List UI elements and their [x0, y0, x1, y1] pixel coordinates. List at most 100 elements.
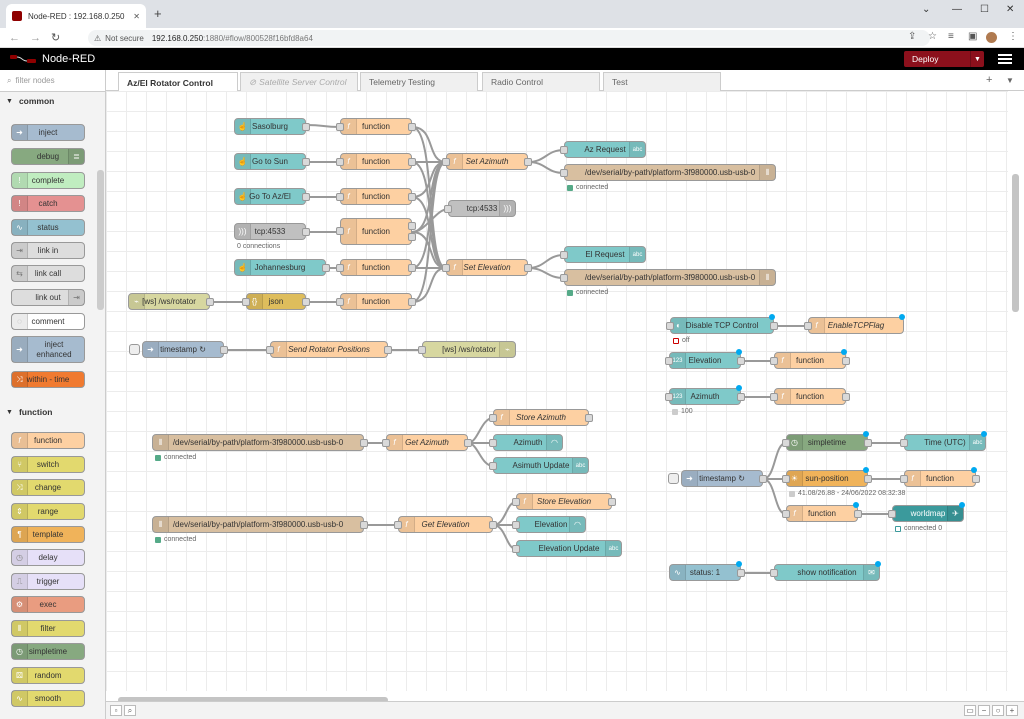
back-icon[interactable]: ← — [9, 31, 20, 44]
serial-in-node-2[interactable]: ⫴/dev/serial/by-path/platform-3f980000.u… — [152, 516, 368, 543]
deploy-button[interactable]: Deploy ▼ — [904, 51, 984, 67]
azimuth-gauge-node[interactable]: Azimuth◠ — [489, 434, 563, 451]
ui-button-sasolburg[interactable]: ☝Sasolburg — [234, 118, 310, 135]
inject-button[interactable] — [668, 473, 679, 484]
worldmap-node[interactable]: worldmap✈ connected 0 — [888, 502, 965, 532]
canvas-horizontal-scrollbar[interactable] — [118, 697, 388, 703]
tab-test[interactable]: Test — [603, 72, 721, 91]
new-tab-button[interactable]: + — [154, 6, 162, 21]
simpletime-node[interactable]: ◷simpletime — [782, 431, 872, 451]
flow-canvas[interactable]: ☝Sasolburg ☝Go to Sun ☝Go To Az/El )))tc… — [106, 91, 1008, 691]
forward-icon[interactable]: → — [30, 31, 41, 44]
reload-icon[interactable]: ↻ — [51, 32, 61, 44]
close-tab-icon[interactable]: ✕ — [133, 11, 140, 21]
palette-filter-input[interactable]: ⌕ filter nodes — [0, 70, 105, 92]
status-node[interactable]: ∿status: 1 — [669, 561, 745, 581]
palette-node-simpletime[interactable]: ◷simpletime — [11, 643, 85, 660]
palette-node-debug[interactable]: debug≣ — [11, 148, 85, 165]
side-panel-icon[interactable]: ▣ — [968, 31, 978, 42]
palette-node-within-time[interactable]: ⤨within - time — [11, 371, 85, 388]
websocket-out-node[interactable]: [ws] /ws/rotator⌁ — [418, 341, 516, 358]
palette-node-status[interactable]: ∿status — [11, 219, 85, 236]
main-menu-icon[interactable] — [998, 52, 1012, 64]
tcp-out-node[interactable]: tcp:4533))) — [444, 200, 516, 217]
palette-node-complete[interactable]: !complete — [11, 172, 85, 189]
inject-timestamp-2[interactable]: ➜timestamp ↻ — [668, 470, 767, 487]
serial-out-node-1[interactable]: /dev/serial/by-path/platform-3f980000.us… — [560, 164, 776, 191]
tab-telemetry-testing[interactable]: Telemetry Testing — [360, 72, 478, 91]
inject-timestamp-1[interactable]: ➜timestamp ↻ — [129, 341, 228, 358]
zoom-reset-icon[interactable]: ○ — [992, 705, 1004, 716]
deploy-dropdown-caret-icon[interactable]: ▼ — [970, 51, 984, 67]
palette-scrollbar[interactable] — [97, 170, 104, 310]
palette-node-inject[interactable]: ➜inject — [11, 124, 85, 141]
palette-node-template[interactable]: ¶template — [11, 526, 85, 543]
browser-menu-icon[interactable]: ⋮ — [1008, 31, 1018, 42]
navigator-icon[interactable]: ▭ — [964, 705, 976, 716]
serial-in-node-1[interactable]: ⫴/dev/serial/by-path/platform-3f980000.u… — [152, 434, 368, 461]
ui-button-go-to-sun[interactable]: ☝Go to Sun — [234, 153, 310, 170]
elevation-gauge-node[interactable]: Elevation◠ — [512, 516, 586, 533]
palette-category-function[interactable]: ▼function — [0, 403, 52, 421]
palette-node-filter[interactable]: ⫴filter — [11, 620, 85, 637]
palette-node-exec[interactable]: ⚙exec — [11, 596, 85, 613]
palette-node-link-call[interactable]: ⇆link call — [11, 265, 85, 282]
flow-list-caret-icon[interactable]: ▼ — [1006, 76, 1014, 85]
bookmark-star-icon[interactable]: ☆ — [928, 31, 937, 42]
tab-radio-control[interactable]: Radio Control — [482, 72, 600, 91]
palette-node-delay[interactable]: ◷delay — [11, 549, 85, 566]
browser-tab[interactable]: Node-RED : 192.168.0.250 ✕ — [6, 4, 146, 28]
palette-category-common[interactable]: ▼common — [0, 92, 105, 110]
tcp-in-node[interactable]: )))tcp:4533 0 connections — [234, 223, 310, 250]
palette-node-random[interactable]: ⚄random — [11, 667, 85, 684]
minimize-icon[interactable]: — — [952, 4, 962, 15]
tab-satellite-server-control[interactable]: ⊘Satellite Server Control — [240, 72, 358, 91]
url-field[interactable]: ⚠ Not secure 192.168.0.250:1880/#flow/80… — [88, 30, 930, 46]
palette-node-inject-enhanced[interactable]: ➜inject enhanced — [11, 336, 85, 363]
share-icon[interactable]: ⇪ — [908, 31, 917, 42]
time-utc-node[interactable]: Time (UTC)abc — [900, 431, 987, 451]
palette-node-smooth[interactable]: ∿smooth — [11, 690, 85, 707]
palette-node-switch[interactable]: ⑂switch — [11, 456, 85, 473]
websocket-in-node[interactable]: ⌁[ws] /ws/rotator — [128, 293, 214, 310]
tab-az-el-rotator-control[interactable]: Az/El Rotator Control — [118, 72, 238, 92]
toggle-panel-icon[interactable]: ▫ — [110, 705, 122, 716]
palette-node-comment[interactable]: ◌comment — [11, 313, 85, 330]
ui-button-go-to-azel[interactable]: ☝Go To Az/El — [234, 188, 310, 205]
palette-node-change[interactable]: ⤨change — [11, 479, 85, 496]
avatar[interactable] — [986, 32, 997, 43]
zoom-in-icon[interactable]: + — [1006, 705, 1018, 716]
add-flow-icon[interactable]: + — [986, 74, 993, 86]
zoom-out-icon[interactable]: − — [978, 705, 990, 716]
canvas-vertical-scrollbar[interactable] — [1012, 174, 1019, 312]
palette-node-range[interactable]: ⇕range — [11, 503, 85, 520]
search-flows-icon[interactable]: ⌕ — [124, 705, 136, 716]
disable-tcp-control-switch[interactable]: ◐Disable TCP Control off — [666, 314, 778, 344]
palette-node-link-out[interactable]: link out⇥ — [11, 289, 85, 306]
serial-out-node-2[interactable]: /dev/serial/by-path/platform-3f980000.us… — [560, 269, 776, 296]
show-notification-node[interactable]: show notification✉ — [770, 561, 881, 581]
maximize-icon[interactable]: ☐ — [980, 4, 989, 15]
